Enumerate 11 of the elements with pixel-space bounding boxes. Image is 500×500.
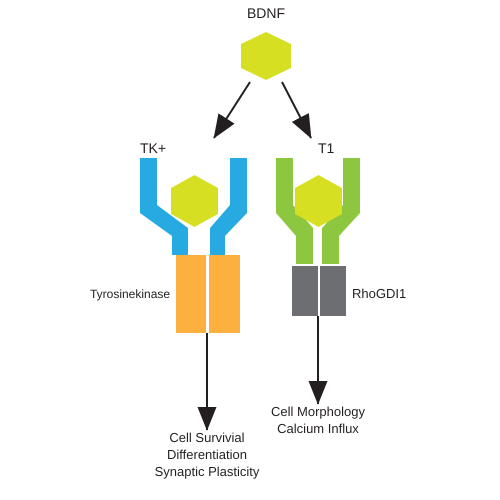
outcome-text: Cell Survivial Differentiation Synaptic Plasticity: [154, 430, 260, 481]
arrow: [308, 316, 328, 405]
arrow: [197, 333, 217, 431]
node-label: TK+: [140, 139, 168, 158]
outcome-text: Cell Morphology Calcium Influx: [270, 404, 366, 438]
node-label: T1: [318, 139, 336, 158]
node-label: Tyrosinekinase: [90, 287, 172, 303]
arrow: [213, 81, 251, 139]
arrow: [281, 82, 312, 139]
node-label: RhoGDI1: [352, 286, 408, 303]
node-label: BDNF: [246, 4, 286, 22]
